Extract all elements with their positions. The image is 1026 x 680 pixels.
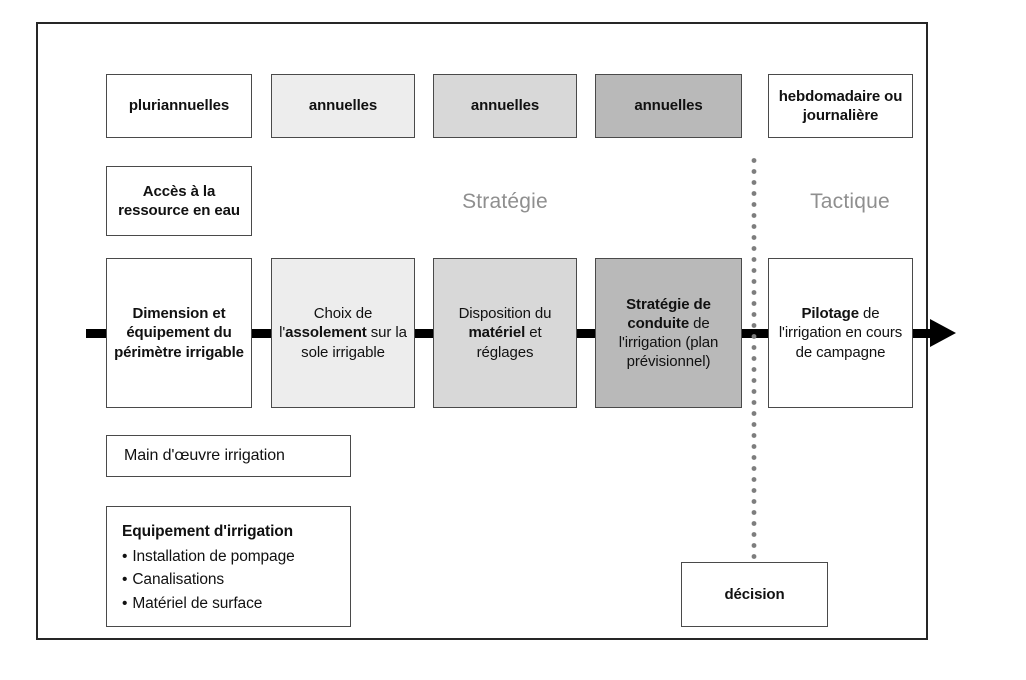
equipment-item-label: Matériel de surface [132,594,263,612]
equipment-title: Equipement d'irrigation [122,523,294,540]
labor-box: Main d'œuvre irrigation [106,435,351,477]
step-box-pilotage-irrigation: Pilotage de l'irrigation en cours de cam… [768,258,913,408]
timescale-box-pluriannuelles: pluriannuelles [106,74,252,138]
equipment-box: Equipement d'irrigation •Installation de… [106,506,351,627]
timescale-box-annuelles-3: annuelles [595,74,742,138]
timescale-box-hebdomadaire: hebdomadaire ou journalière [768,74,913,138]
step-text: Pilotage de l'irrigation en cours de cam… [778,305,903,361]
timescale-label: annuelles [634,97,703,115]
step-box-disposition-materiel: Disposition du matériel et réglages [433,258,577,408]
bullet-icon: • [122,594,128,612]
step-text: Stratégie de conduite de l'irrigation (p… [618,295,719,371]
timescale-label: pluriannuelles [128,97,230,115]
timescale-box-annuelles-1: annuelles [271,74,415,138]
access-resource-box: Accès à la ressource en eau [106,166,252,236]
step-box-choix-assolement: Choix de l'assolement sur la sole irriga… [271,258,415,408]
equipment-item: •Canalisations [122,568,342,592]
bullet-icon: • [122,571,128,589]
bullet-icon: • [122,547,128,565]
access-resource-label: Accès à la ressource en eau [118,182,240,219]
timescale-label: annuelles [470,97,540,115]
equipment-item-label: Canalisations [132,571,225,589]
step-text: Dimension et équipement du périmètre irr… [114,305,244,361]
equipment-item: •Installation de pompage [122,545,342,569]
decision-label: décision [724,585,785,603]
labor-label: Main d'œuvre irrigation [124,446,285,464]
step-box-dimension-equipement: Dimension et équipement du périmètre irr… [106,258,252,408]
step-text: Disposition du matériel et réglages [458,305,552,361]
step-box-strategie-conduite: Stratégie de conduite de l'irrigation (p… [595,258,742,408]
timescale-label: annuelles [308,97,378,115]
timescale-box-annuelles-2: annuelles [433,74,577,138]
equipment-item-label: Installation de pompage [132,547,295,565]
equipment-item: •Matériel de surface [122,592,342,616]
step-text: Choix de l'assolement sur la sole irriga… [279,305,407,361]
flow-arrow-icon [930,319,956,347]
timescale-label: hebdomadaire ou journalière [778,87,903,124]
phase-label-tactique: Tactique [810,190,890,213]
strategy-tactic-dotted-divider [751,155,757,562]
phase-label-strategie: Stratégie [462,190,548,213]
diagram-border: pluriannuelles annuelles annuelles annue… [36,22,956,640]
decision-box: décision [681,562,828,627]
